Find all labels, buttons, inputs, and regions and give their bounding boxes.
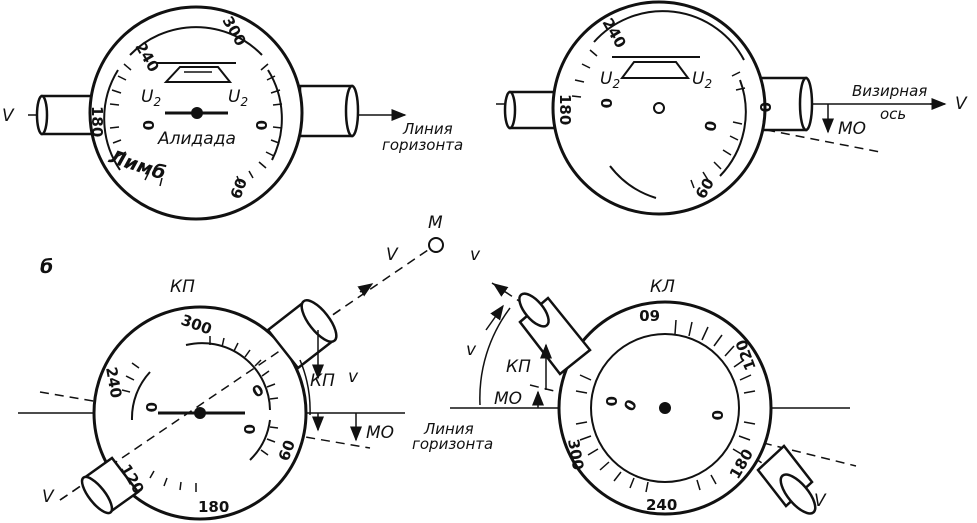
level-vial <box>163 66 233 83</box>
center-pivot <box>191 107 203 119</box>
scale-ticks <box>575 319 756 493</box>
mo-label: МО <box>838 119 866 139</box>
target-point: б M V v <box>40 213 481 278</box>
center-pivot <box>659 402 671 414</box>
scale-0: 0 <box>756 102 774 112</box>
v-label: V <box>2 106 15 126</box>
bottom-left-figure-kp: 0 0 0 300 240 120 60 180 КП v МО Линия г… <box>18 249 493 521</box>
v-right-label: v <box>470 245 481 265</box>
scale-ticks <box>109 63 283 187</box>
scale-240: 240 <box>102 366 125 400</box>
v-angle-label: v <box>466 340 477 360</box>
scale-ticks <box>571 49 746 189</box>
horizon-label-2: горизонта <box>412 435 493 453</box>
top-right-figure: U2 U2 0 0 240 180 0 60 МО Визирная ось V <box>496 0 968 216</box>
scale-ticks <box>121 336 279 492</box>
v-label: V <box>814 491 827 511</box>
section-b-label: б <box>40 256 53 278</box>
alidada-label: Алидада <box>157 129 236 149</box>
point-m <box>428 237 444 253</box>
kp-angle-label: КП <box>310 371 335 391</box>
zero-right-b: 0 <box>240 424 258 434</box>
sight-axis-label-2: ось <box>880 105 906 123</box>
kp-title: КП <box>170 277 195 297</box>
kp-angle-label: КП <box>506 357 531 377</box>
telescope-objective <box>298 84 354 138</box>
zero-right: 0 <box>252 120 270 130</box>
zero-left: 0 <box>139 120 157 130</box>
scale-180: 180 <box>198 498 229 516</box>
horizon-label-2: горизонта <box>382 136 463 154</box>
mo-label: МО <box>366 423 394 443</box>
scale-300: 300 <box>564 438 587 472</box>
point-m-label: M <box>428 213 443 233</box>
v-label: V <box>42 487 55 507</box>
bottom-right-figure-kl: 0 0 0 60 120 300 240 180 v КП МО КЛ V <box>450 277 857 516</box>
mo-label: МО <box>494 389 522 409</box>
scale-240: 240 <box>646 496 677 514</box>
zero-right: 0 <box>700 119 720 132</box>
horizon-label-1: Линия <box>423 420 474 438</box>
kl-title: КЛ <box>650 277 675 297</box>
scale-60: 60 <box>639 306 660 324</box>
horizon-label-1: Линия <box>402 120 453 138</box>
scale-180: 180 <box>88 106 106 137</box>
v-angle-label: v <box>348 367 359 387</box>
zero-right: 0 <box>708 410 726 420</box>
v-left-label: V <box>386 245 399 265</box>
sight-axis-label-1: Визирная <box>852 82 927 100</box>
scale-180: 180 <box>556 94 574 125</box>
v-label: V <box>955 94 968 114</box>
top-left-figure: U2 U2 0 0 240 300 180 60 Алидада Лимб V … <box>2 5 463 221</box>
zero-left: 0 <box>142 402 160 412</box>
zero-left: 0 <box>597 98 615 108</box>
zero-left: 0 <box>602 396 620 406</box>
center-pivot <box>194 407 206 419</box>
